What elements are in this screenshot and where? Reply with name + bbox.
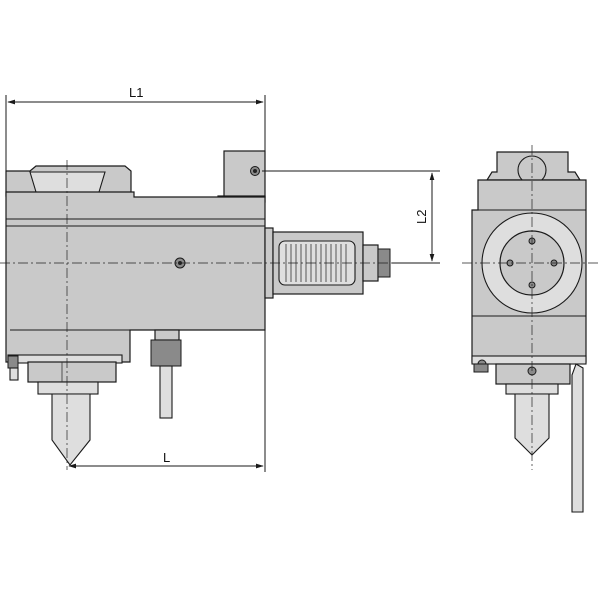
dimension-l1: L1 — [5, 85, 266, 175]
label-l2: L2 — [414, 210, 429, 224]
coolant-nut — [154, 329, 180, 341]
flange-recess — [29, 171, 106, 193]
label-l1: L1 — [129, 85, 143, 100]
front-coolant-tube — [571, 363, 584, 513]
locating-pin — [7, 355, 19, 369]
main-body — [5, 191, 266, 363]
dimension-l: L — [68, 330, 266, 472]
side-view — [0, 150, 440, 470]
spindle-nose — [27, 361, 117, 383]
collet-nut — [37, 381, 99, 395]
label-l: L — [163, 450, 170, 465]
coolant-tube — [159, 365, 173, 419]
front-view — [462, 145, 600, 513]
dimension-l2: L2 — [262, 170, 440, 264]
tool-cone — [51, 393, 91, 466]
coolant-fitting — [150, 339, 182, 367]
